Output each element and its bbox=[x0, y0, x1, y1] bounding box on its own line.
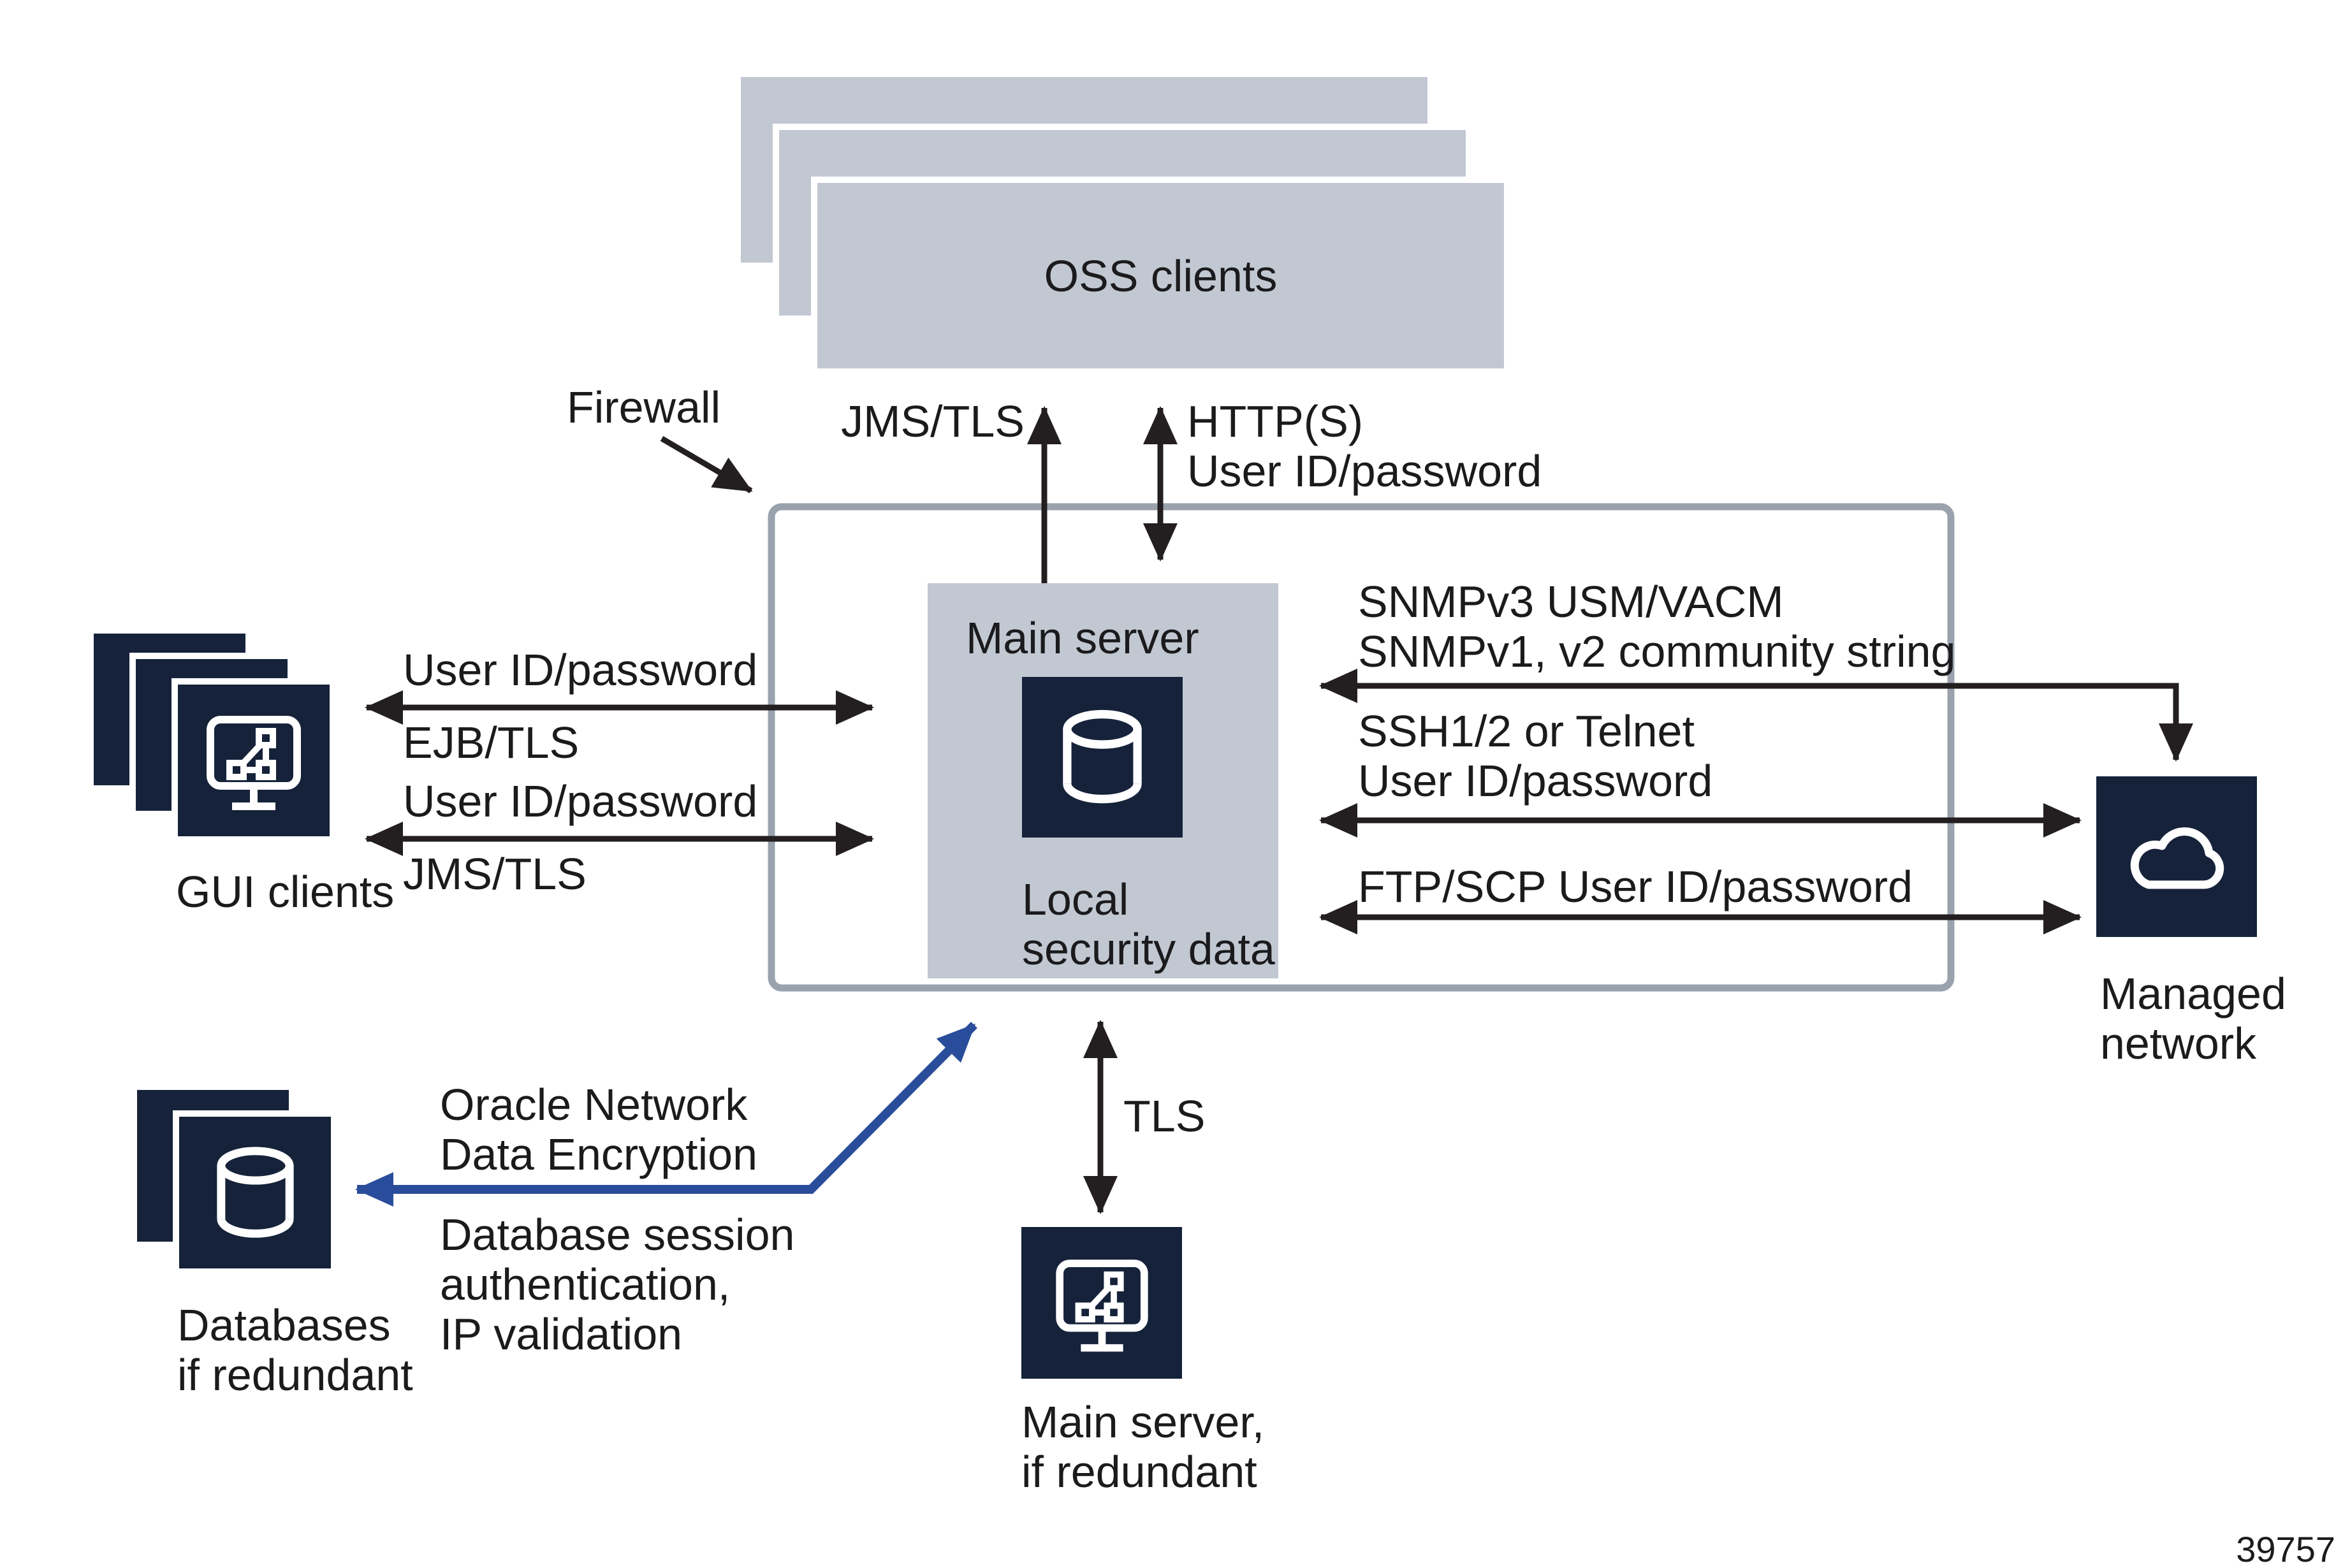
gui-clients-box-front bbox=[172, 678, 336, 843]
managed-network-label-line2: network bbox=[2100, 1019, 2257, 1068]
databases-label-line1: Databases bbox=[177, 1300, 391, 1350]
jms-tls-top-label: JMS/TLS bbox=[841, 396, 1025, 446]
database-stack-icon bbox=[179, 1117, 331, 1268]
figure-number: 39757 bbox=[2236, 1529, 2335, 1568]
ssh-label-line1: SSH1/2 or Telnet bbox=[1358, 706, 1695, 756]
snmp-label-line2: SNMPv1, v2 community string bbox=[1358, 627, 1956, 676]
connector-oracle-encryption bbox=[355, 1022, 977, 1207]
workstation-icon bbox=[1021, 1227, 1182, 1379]
database-icon bbox=[1022, 677, 1183, 838]
gui-link2-below-label: JMS/TLS bbox=[403, 849, 587, 899]
local-security-data-tile bbox=[1022, 677, 1183, 838]
databases-box-front bbox=[173, 1110, 337, 1275]
db-session-label-line3: IP validation bbox=[440, 1309, 683, 1359]
oracle-encryption-label-line2: Data Encryption bbox=[440, 1129, 758, 1179]
oss-clients-label: OSS clients bbox=[1044, 250, 1278, 301]
databases-label-line2: if redundant bbox=[177, 1350, 413, 1400]
db-session-label-line2: authentication, bbox=[440, 1259, 731, 1309]
redundant-server-tile bbox=[1021, 1227, 1182, 1379]
main-server-caption-line2: security data bbox=[1022, 924, 1275, 974]
snmp-label-line1: SNMPv3 USM/VACM bbox=[1358, 577, 1784, 627]
main-server-title: Main server bbox=[966, 613, 1199, 663]
managed-network-tile bbox=[2096, 776, 2257, 937]
ssh-label-line2: User ID/password bbox=[1358, 756, 1713, 806]
gui-link1-above-label: User ID/password bbox=[403, 645, 758, 695]
redundant-server-label-line1: Main server, bbox=[1021, 1397, 1265, 1447]
main-server-caption-line1: Local bbox=[1022, 875, 1129, 924]
https-label-line2: User ID/password bbox=[1187, 446, 1542, 496]
firewall-pointer-arrow bbox=[660, 436, 753, 493]
ftp-label: FTP/SCP User ID/password bbox=[1358, 862, 1913, 911]
redundant-server-label-line2: if redundant bbox=[1021, 1447, 1257, 1497]
oss-clients-box-front bbox=[811, 177, 1510, 375]
gui-link2-above-label: User ID/password bbox=[403, 776, 758, 826]
managed-network-label-line1: Managed bbox=[2100, 969, 2286, 1019]
db-session-label-line1: Database session bbox=[440, 1210, 795, 1259]
tls-label: TLS bbox=[1123, 1091, 1206, 1141]
connector-snmp bbox=[1319, 669, 2193, 762]
workstation-icon bbox=[178, 685, 330, 836]
firewall-label: Firewall bbox=[567, 382, 721, 432]
gui-clients-label: GUI clients bbox=[176, 867, 395, 917]
https-label-line1: HTTP(S) bbox=[1187, 396, 1364, 446]
oracle-encryption-label-line1: Oracle Network bbox=[440, 1080, 748, 1129]
gui-link1-below-label: EJB/TLS bbox=[403, 718, 580, 767]
cloud-icon bbox=[2096, 776, 2257, 937]
